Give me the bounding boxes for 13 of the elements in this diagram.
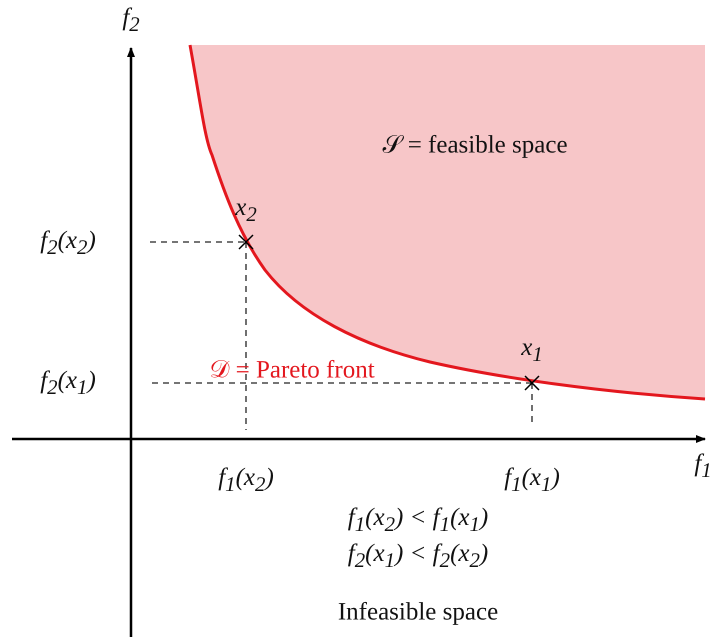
region-label: Infeasible space — [338, 600, 498, 624]
region-label: 𝒮 = feasible space — [382, 132, 568, 158]
tick-label: f$_{1}$(x$_{2}$) — [218, 465, 274, 495]
inequality-text: f$_{2}$(x$_{1}$) < f$_{2}$(x$_{2}$) — [348, 541, 488, 571]
axis-label: f$_{1}$ — [694, 451, 712, 481]
tick-label: f$_{2}$(x$_{2}$) — [40, 228, 96, 258]
point-label: x$_{2}$ — [235, 195, 257, 225]
tick-label: f$_{1}$(x$_{1}$) — [504, 465, 560, 495]
axis-label: f$_{2}$ — [122, 5, 140, 35]
point-label: x$_{1}$ — [521, 335, 543, 365]
curve-label: 𝒟 = Pareto front — [209, 358, 375, 382]
tick-label: f$_{2}$(x$_{1}$) — [40, 368, 96, 398]
inequality-text: f$_{1}$(x$_{2}$) < f$_{1}$(x$_{1}$) — [348, 505, 488, 535]
